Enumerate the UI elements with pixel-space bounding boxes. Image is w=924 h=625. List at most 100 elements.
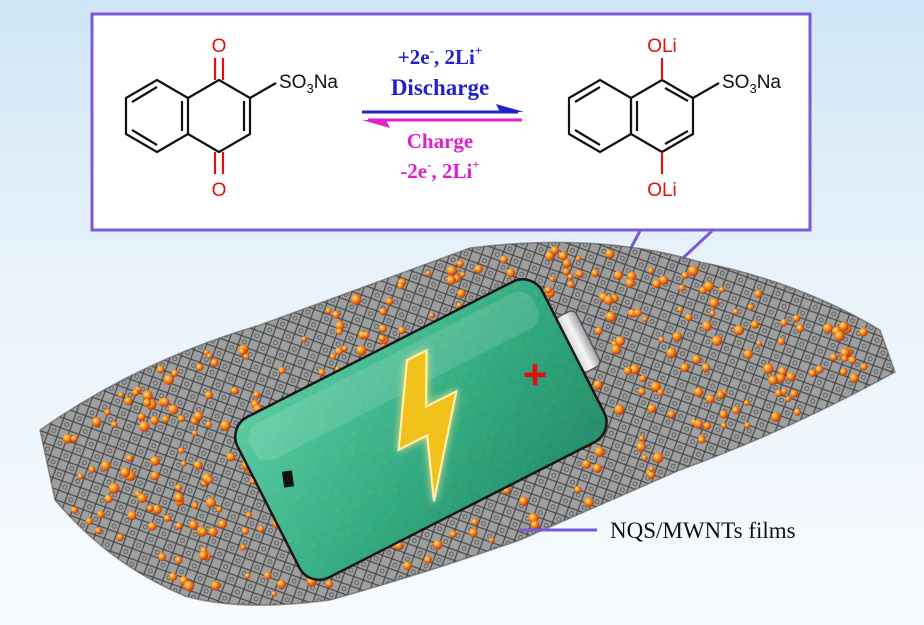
nanoparticle: [638, 435, 645, 442]
nanoparticle: [474, 264, 484, 274]
nanoparticle: [174, 556, 183, 565]
reaction-box: [90, 12, 812, 232]
nanoparticle: [334, 347, 344, 356]
nanoparticle: [350, 294, 362, 305]
charge-electrons-label: -2e-, 2Li+: [400, 157, 479, 183]
nanoparticle: [150, 471, 160, 481]
nanoparticle: [150, 456, 160, 466]
nanoparticle: [703, 421, 712, 430]
nanoparticle: [488, 537, 495, 544]
nanoparticle: [210, 580, 221, 591]
nanoparticle: [193, 460, 203, 470]
nanoparticle: [356, 345, 367, 356]
nanoparticle: [178, 447, 185, 454]
nanoparticle: [613, 270, 624, 280]
nanoparticle: [446, 275, 456, 285]
nanoparticle: [829, 353, 838, 362]
nanoparticle: [650, 381, 661, 392]
nanoparticle: [446, 265, 458, 276]
nanoparticle: [796, 324, 805, 333]
nanoparticle: [216, 506, 223, 513]
nanoparticle: [137, 413, 146, 421]
nanoparticle: [433, 539, 443, 550]
nanoparticle: [849, 373, 859, 383]
nanoparticle: [666, 347, 677, 359]
nanoparticle: [567, 273, 574, 280]
nanoparticle: [658, 275, 669, 286]
nanoparticle: [168, 572, 178, 581]
nanoparticle: [638, 387, 646, 396]
nanoparticle: [672, 331, 683, 342]
nanoparticle: [603, 295, 614, 305]
nanoparticle: [790, 389, 799, 398]
nanoparticle: [792, 314, 801, 323]
nanoparticle: [183, 580, 195, 592]
nanoparticle: [385, 297, 394, 306]
nanoparticle: [239, 544, 247, 551]
nanoparticle: [104, 409, 111, 416]
nanoparticle: [544, 286, 552, 294]
nanoparticle: [519, 496, 529, 506]
nanoparticle: [633, 308, 642, 317]
nanoparticle: [774, 389, 783, 398]
nanoparticle: [245, 511, 252, 518]
nanoparticle: [567, 280, 575, 288]
nanoparticle: [205, 497, 216, 508]
nanoparticle: [241, 527, 250, 535]
nanoparticle: [150, 415, 160, 425]
nanoparticle: [636, 441, 646, 452]
nanoparticle: [822, 323, 834, 334]
nanoparticle: [88, 466, 96, 473]
nanoparticle: [763, 363, 774, 375]
nanoparticle: [698, 436, 706, 444]
charge-label: Charge: [407, 129, 474, 153]
nanoparticle: [138, 421, 150, 432]
nanoparticle: [605, 249, 615, 259]
battery: [234, 278, 608, 582]
nanoparticle: [732, 308, 739, 315]
nanoparticle: [530, 520, 540, 530]
nanoparticle: [648, 466, 655, 472]
nanoparticle: [244, 572, 251, 579]
nanoparticle: [703, 281, 714, 292]
discharge-arrowhead: [496, 104, 524, 112]
nanoparticle: [778, 366, 787, 376]
nanoparticle: [701, 321, 713, 332]
nanoparticle: [95, 527, 102, 535]
product-molecule: [567, 58, 720, 174]
nanoparticle: [750, 320, 760, 329]
nanoparticle: [132, 389, 140, 397]
nanoparticle: [858, 327, 868, 337]
nanoparticle: [615, 336, 626, 346]
nanoparticle: [667, 410, 676, 419]
nanoparticle: [718, 286, 726, 293]
nanoparticle: [840, 348, 850, 358]
nanoparticle: [208, 527, 218, 537]
nanoparticle: [594, 446, 605, 457]
nanoparticle: [335, 321, 345, 331]
nanoparticle: [332, 310, 341, 319]
nanoparticle: [171, 369, 179, 377]
nanoparticle: [188, 520, 199, 530]
equilibrium-arrows: [362, 104, 524, 128]
nanoparticle: [776, 373, 786, 383]
nanoparticle: [648, 267, 654, 274]
nanoparticle: [770, 411, 781, 422]
nanoparticle: [716, 390, 725, 400]
nanoparticle: [210, 358, 219, 367]
nanoparticle: [325, 580, 334, 588]
nanoparticle: [91, 417, 102, 427]
nanoparticle: [777, 337, 786, 346]
reactant-bottom-oxygen: O: [212, 180, 227, 201]
nanoparticle: [162, 415, 170, 423]
nanoparticle: [808, 369, 817, 378]
nanoparticle: [195, 363, 204, 372]
nanoparticle: [142, 398, 152, 407]
nanoparticle: [793, 408, 801, 416]
nanoparticle: [124, 396, 133, 406]
nanoparticle: [168, 404, 179, 415]
legend: NQS/MWNTs films: [520, 518, 796, 543]
reaction-frame: [90, 12, 812, 232]
nanoparticle: [116, 533, 125, 541]
